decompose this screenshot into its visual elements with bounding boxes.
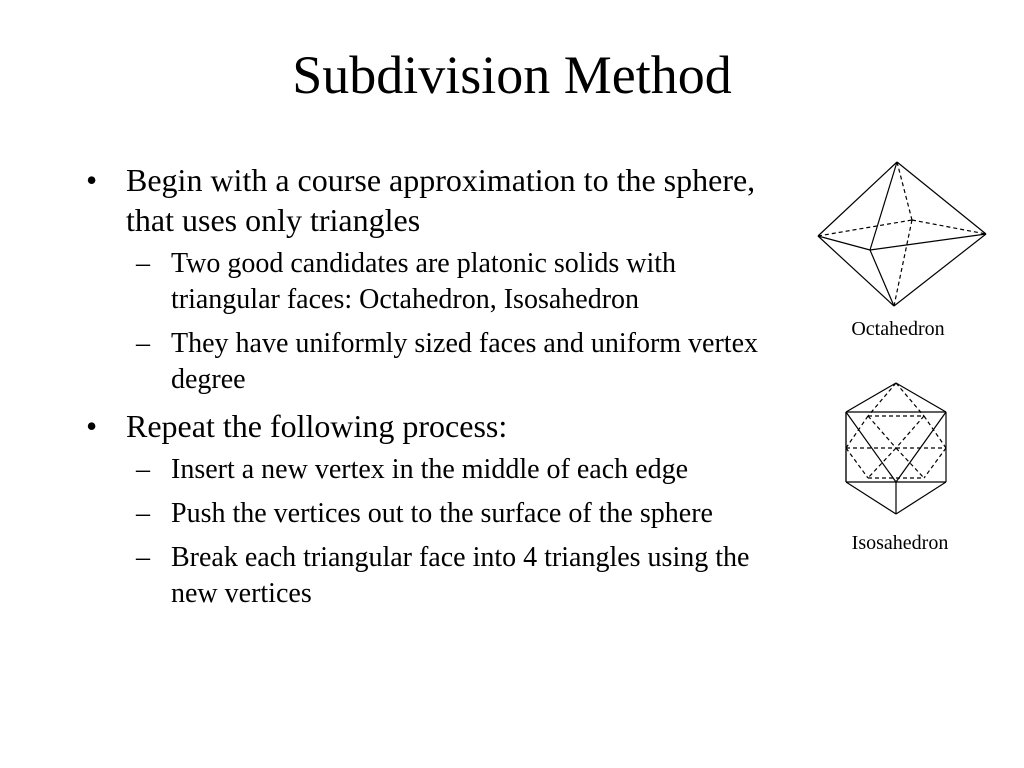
octahedron-caption: Octahedron (851, 318, 945, 340)
sub-bullet-marker: – (136, 248, 150, 279)
sub-bullet-item: – Insert a new vertex in the middle of e… (126, 452, 766, 488)
sub-bullet-marker: – (136, 542, 150, 573)
sub-bullet-item: – Push the vertices out to the surface o… (126, 496, 766, 532)
bullet-marker: • (86, 162, 98, 198)
sub-bullet-text: Two good candidates are platonic solids … (171, 248, 677, 315)
sub-bullet-text: Insert a new vertex in the middle of eac… (171, 454, 689, 485)
sub-bullet-text: They have uniformly sized faces and unif… (171, 328, 759, 395)
slide-title: Subdivision Method (292, 45, 732, 105)
icosahedron-figure (845, 382, 947, 515)
sub-bullet-marker: – (136, 498, 150, 529)
sub-bullet-item: – They have uniformly sized faces and un… (126, 326, 766, 398)
bullet-text: Repeat the following process: (126, 408, 508, 444)
octahedron-figure (817, 161, 987, 307)
bullet-item: • Repeat the following process: – Insert… (86, 406, 766, 612)
icosahedron-caption: Isosahedron (851, 532, 949, 554)
sub-bullet-item: – Break each triangular face into 4 tria… (126, 540, 766, 612)
bullet-marker: • (86, 408, 98, 444)
sub-bullet-list: – Insert a new vertex in the middle of e… (126, 452, 766, 612)
sub-bullet-list: – Two good candidates are platonic solid… (126, 246, 766, 398)
sub-bullet-marker: – (136, 328, 150, 359)
sub-bullet-marker: – (136, 454, 150, 485)
bullet-text: Begin with a course approximation to the… (126, 162, 756, 238)
bullet-list: • Begin with a course approximation to t… (86, 160, 766, 620)
sub-bullet-text: Push the vertices out to the surface of … (171, 498, 713, 529)
bullet-item: • Begin with a course approximation to t… (86, 160, 766, 398)
sub-bullet-item: – Two good candidates are platonic solid… (126, 246, 766, 318)
sub-bullet-text: Break each triangular face into 4 triang… (171, 542, 750, 609)
